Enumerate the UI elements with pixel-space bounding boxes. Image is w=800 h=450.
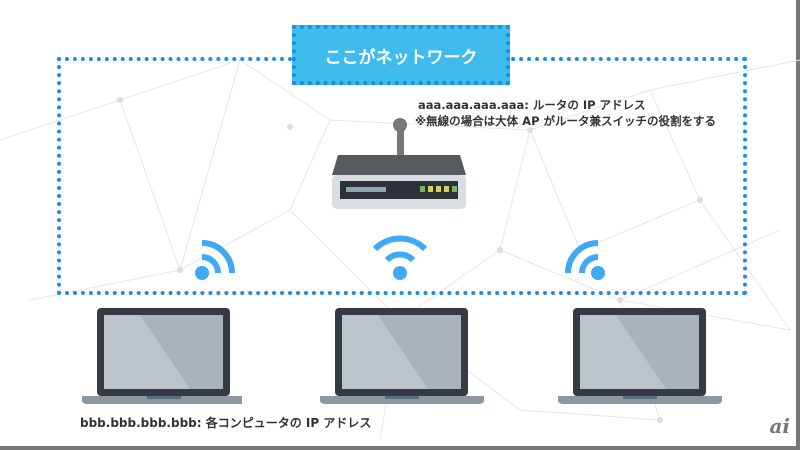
computer-ip-note: bbb.bbb.bbb.bbb: 各コンピュータの IP アドレス: [80, 416, 372, 430]
router-icon: [332, 118, 466, 209]
network-label: ここがネットワーク: [292, 25, 510, 85]
logo: ai: [769, 414, 790, 438]
wifi-icon: [565, 240, 605, 280]
laptop-icon: [82, 308, 242, 404]
wifi-icon: [372, 235, 428, 280]
wireless-note: ※無線の場合は大体 AP がルータ兼スイッチの役割をする: [415, 114, 717, 128]
laptop-icon: [320, 308, 484, 404]
router-ip-note: aaa.aaa.aaa.aaa: ルータの IP アドレス: [418, 98, 646, 112]
wifi-icon: [195, 240, 235, 280]
laptop-icon: [558, 308, 722, 404]
